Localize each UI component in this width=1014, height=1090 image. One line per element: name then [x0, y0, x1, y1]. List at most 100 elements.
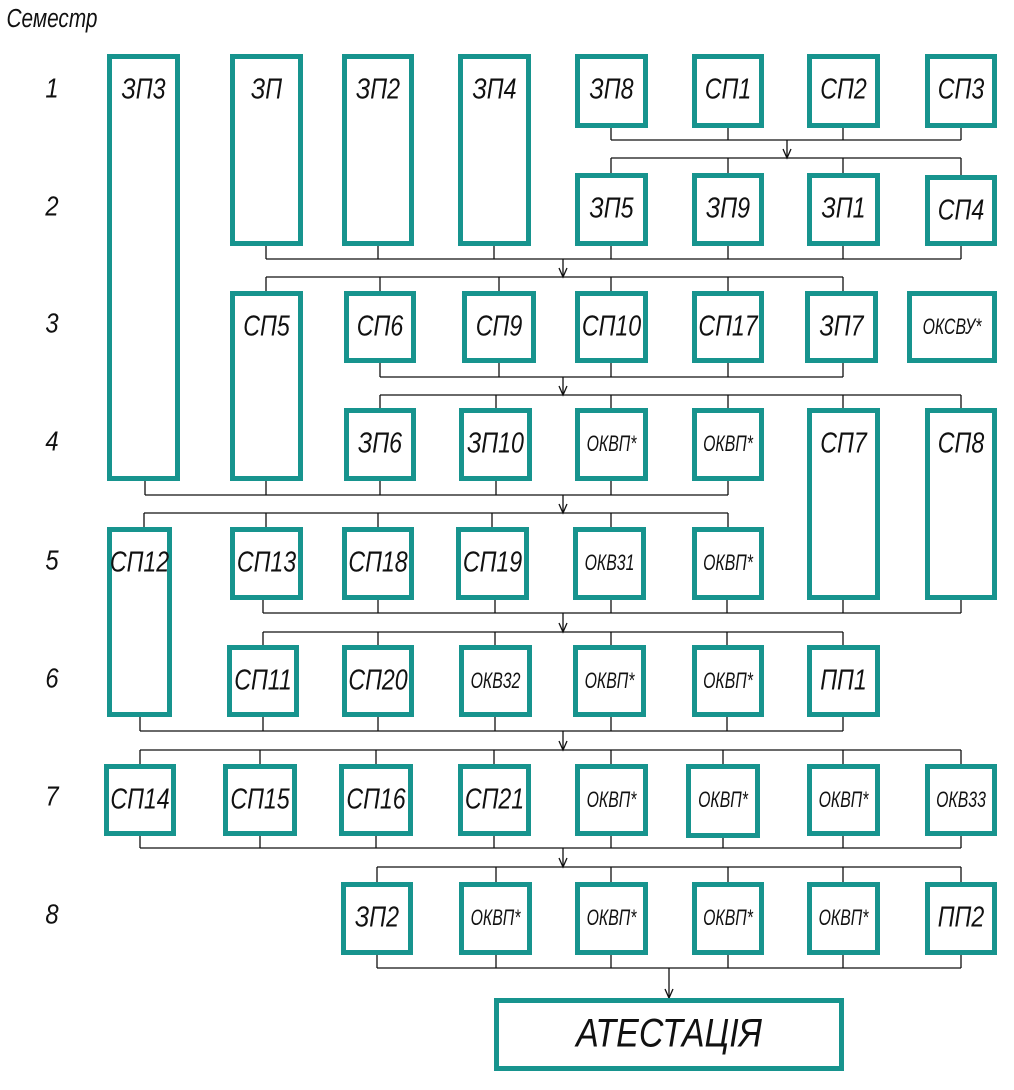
- course-box-frame: [344, 408, 416, 481]
- semester-number: 4: [45, 425, 58, 457]
- course-box-frame: [342, 645, 414, 717]
- course-label: ОКВП*: [587, 906, 637, 930]
- course-box-frame: [907, 291, 997, 363]
- course-box-frame: [692, 527, 764, 600]
- course-box: ЗП5: [575, 173, 648, 246]
- course-label: ЗП2: [355, 900, 399, 933]
- course-box: ОКВ33: [925, 764, 997, 836]
- course-label: ЗП10: [467, 426, 524, 459]
- course-box: ЗП2: [342, 54, 414, 246]
- course-box: СП4: [925, 175, 997, 246]
- course-box: ОКВП*: [692, 408, 764, 481]
- semester-number: 6: [45, 662, 59, 694]
- course-box: ЗП6: [344, 408, 416, 481]
- course-label: ЗП6: [358, 426, 402, 459]
- course-label: ЗП3: [122, 72, 166, 105]
- course-box-frame: [807, 54, 880, 128]
- course-box-frame: [692, 645, 764, 717]
- course-label: ЗП9: [706, 191, 750, 224]
- course-box-frame: [456, 527, 529, 600]
- semester-number: 2: [44, 190, 59, 222]
- course-box: СП16: [339, 764, 413, 836]
- course-box: ОКВП*: [575, 408, 648, 481]
- course-label: СП5: [243, 309, 290, 342]
- course-box-frame: [925, 882, 997, 955]
- course-box-frame: [573, 645, 646, 717]
- course-label: ОКВП*: [587, 788, 637, 812]
- course-box: СП10: [575, 291, 648, 363]
- course-box: ОКВП*: [459, 882, 532, 955]
- course-box-frame: [575, 173, 648, 246]
- course-box-frame: [342, 54, 414, 246]
- course-box: ОКВП*: [575, 764, 648, 836]
- course-box: СП12: [107, 527, 172, 717]
- course-label: СП18: [348, 545, 408, 578]
- course-box-frame: [227, 645, 299, 717]
- semester-number: 8: [45, 898, 59, 930]
- course-label: ЗП: [251, 72, 283, 105]
- semester-header: Семестр: [7, 4, 98, 33]
- course-label: СП3: [938, 72, 985, 105]
- course-label: ОКВП*: [698, 788, 748, 812]
- course-box-frame: [807, 408, 880, 600]
- course-box: СП20: [342, 645, 414, 717]
- course-box: СП18: [342, 527, 414, 600]
- course-box: ЗП4: [458, 54, 531, 246]
- course-label: СП21: [465, 782, 524, 815]
- course-box-frame: [230, 291, 303, 481]
- course-box: СП14: [104, 764, 176, 836]
- course-box-frame: [692, 54, 764, 128]
- course-box-frame: [575, 291, 648, 363]
- course-box-frame: [230, 527, 303, 600]
- course-box-frame: [230, 54, 303, 246]
- course-box: СП15: [223, 764, 297, 836]
- course-box: ОКВП*: [575, 882, 648, 955]
- course-box: ОКВП*: [692, 882, 764, 955]
- course-label: ОКВП*: [703, 432, 753, 456]
- attestation-box: АТЕСТАЦІЯ: [494, 998, 844, 1071]
- course-box: ЗП8: [575, 54, 648, 128]
- course-label: ОКВП*: [819, 788, 869, 812]
- course-box-frame: [807, 645, 880, 717]
- course-box-frame: [925, 764, 997, 836]
- course-box: СП2: [807, 54, 880, 128]
- course-box-frame: [805, 291, 878, 363]
- course-label: СП10: [582, 309, 642, 342]
- course-box-frame: [458, 764, 531, 836]
- attestation-label: АТЕСТАЦІЯ: [574, 1010, 762, 1055]
- course-box: СП11: [227, 645, 299, 717]
- course-box: ОКСВУ*: [907, 291, 997, 363]
- course-box: ОКВП*: [573, 645, 646, 717]
- course-label: СП13: [237, 545, 297, 578]
- course-box: ОКВП*: [807, 882, 880, 955]
- semester-number: 5: [45, 544, 59, 576]
- course-label: СП11: [234, 663, 292, 696]
- course-box: СП6: [344, 291, 416, 363]
- course-box: ЗП: [230, 54, 303, 246]
- course-label: СП12: [110, 545, 170, 578]
- course-label: СП4: [938, 193, 984, 226]
- course-box: ЗП3: [107, 54, 180, 481]
- course-box: ЗП2: [341, 882, 413, 955]
- course-box: ОКВП*: [692, 527, 764, 600]
- course-box: ОКВП*: [686, 764, 760, 838]
- attestation-frame: [494, 998, 844, 1071]
- course-box-frame: [339, 764, 413, 836]
- connector-lines: [139, 128, 962, 1000]
- course-label: ОКВП*: [703, 906, 753, 930]
- course-box: ОКВП*: [692, 645, 764, 717]
- course-box: ПП1: [807, 645, 880, 717]
- course-label: СП8: [938, 426, 985, 459]
- course-label: СП1: [705, 72, 751, 105]
- course-label: СП15: [230, 782, 290, 815]
- course-box-frame: [459, 882, 532, 955]
- course-label: ОКВП*: [587, 432, 637, 456]
- course-label: ЗП7: [820, 309, 865, 342]
- course-box-frame: [459, 408, 532, 481]
- course-label: ЗП8: [590, 72, 634, 105]
- course-box-frame: [342, 527, 414, 600]
- course-box: СП7: [807, 408, 880, 600]
- course-box: СП5: [230, 291, 303, 481]
- course-label: СП6: [357, 309, 404, 342]
